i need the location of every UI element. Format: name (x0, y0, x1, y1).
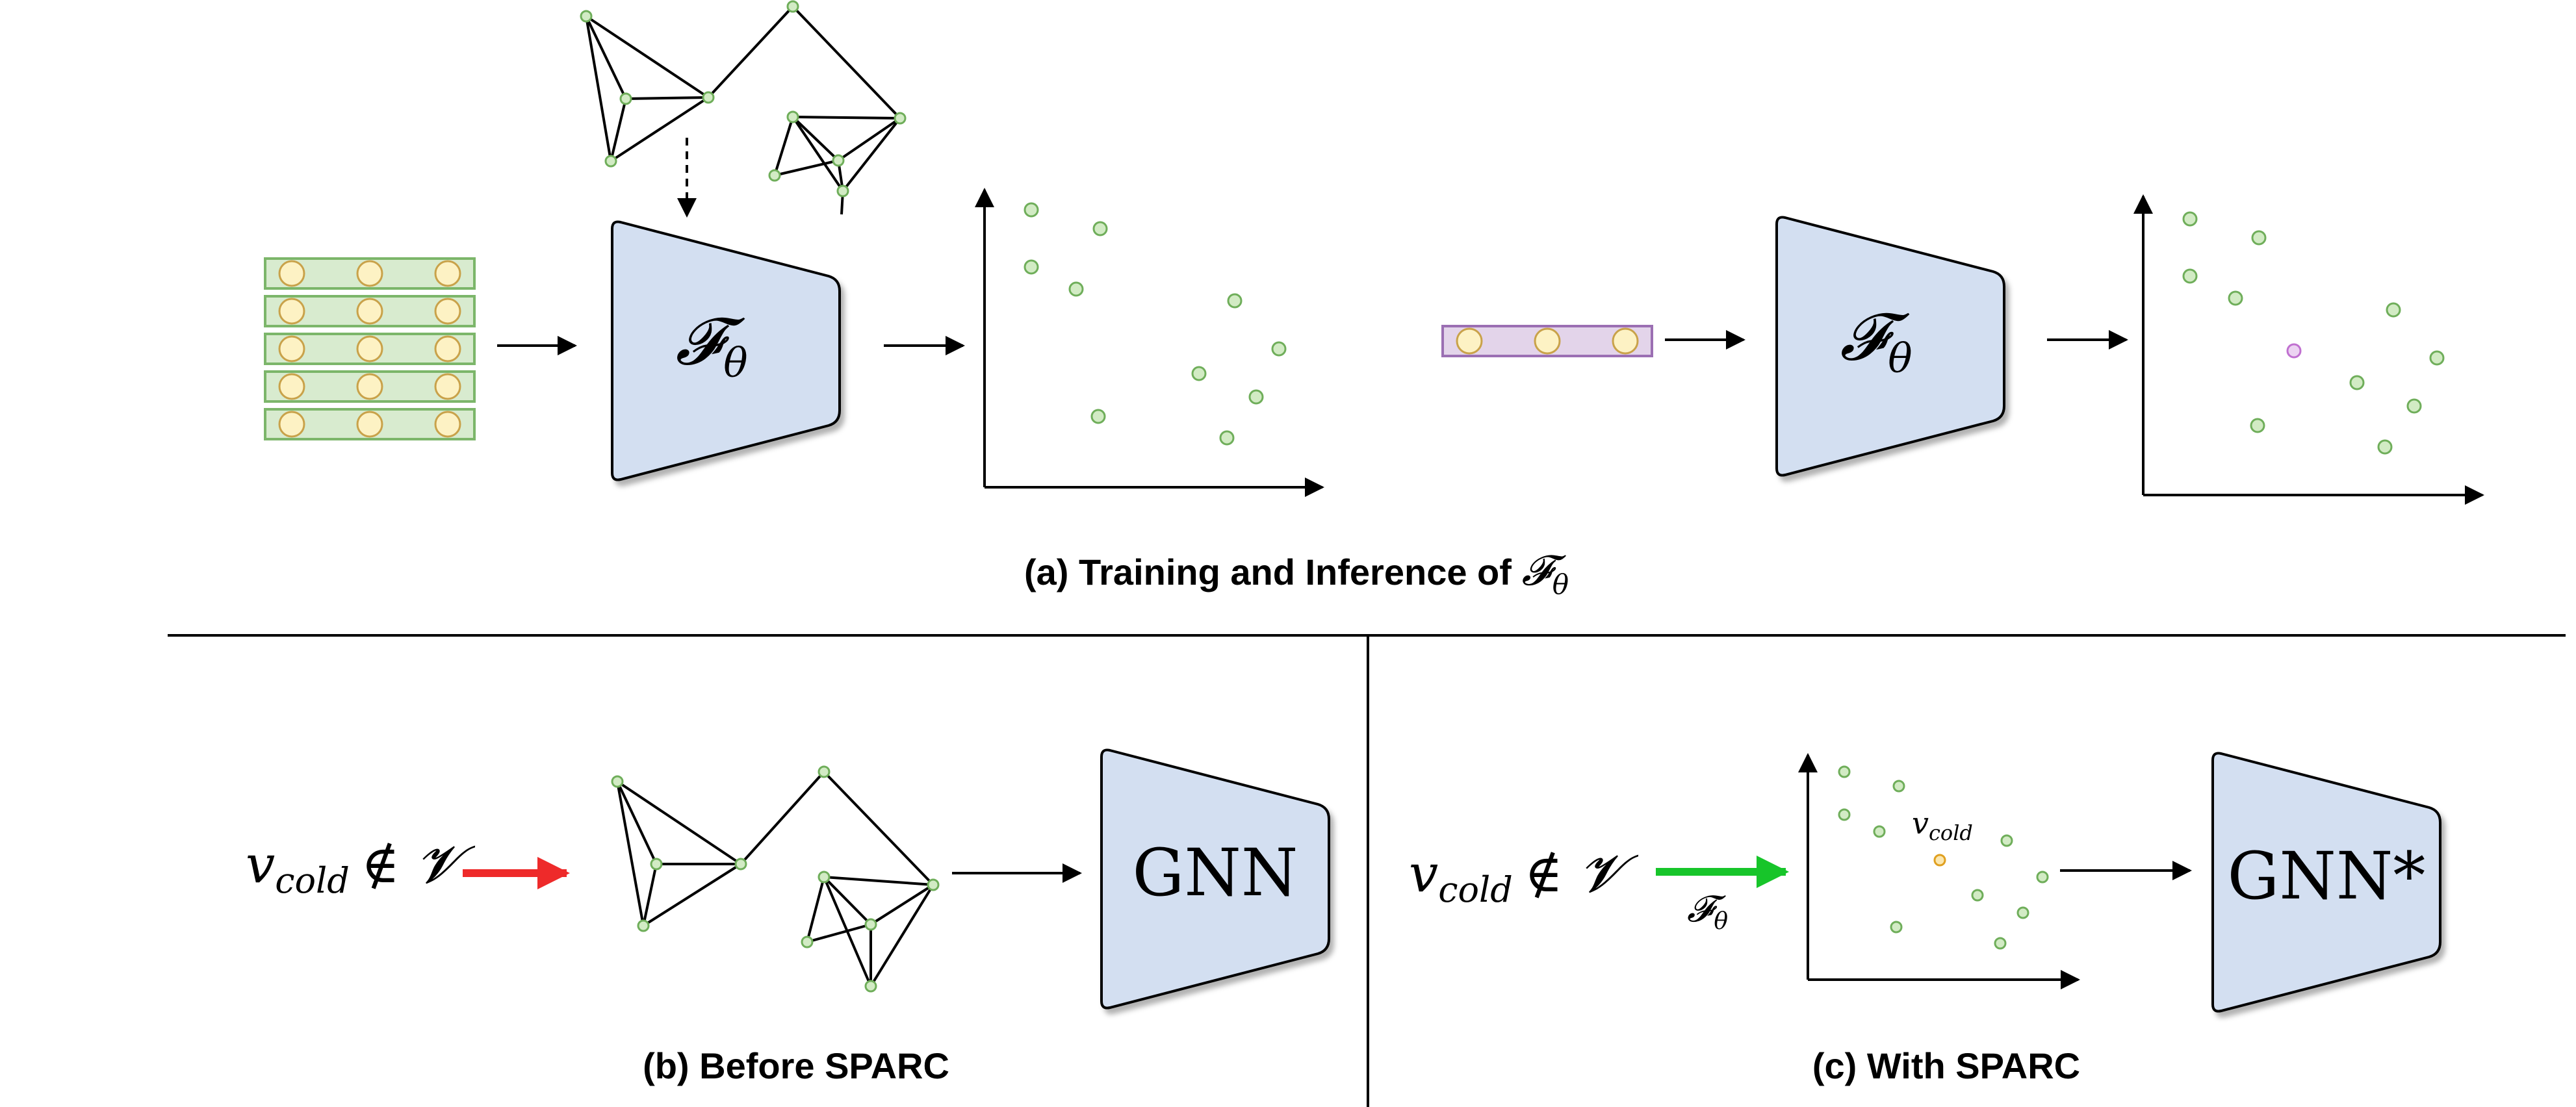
gnn-label: GNN (1133, 835, 1298, 911)
panel-b: vcold∉ 𝓥 (246, 748, 1330, 1086)
cold-node-point (1933, 854, 1946, 867)
gnn-star-label: GNN* (2228, 838, 2426, 914)
query-feature-row (1441, 325, 1653, 357)
gnn-model: GNN (1100, 748, 1330, 1010)
feature-row (264, 333, 476, 365)
caption-a: (a) Training and Inference of 𝓕θ (1024, 547, 1569, 600)
caption-c: (c) With SPARC (1812, 1045, 2080, 1086)
encoder-inference: 𝓕θ (1775, 216, 2005, 477)
feature-row (264, 370, 476, 403)
green-arrow-label: 𝓕θ (1687, 888, 1728, 935)
embedding-scatter-train (975, 188, 1324, 497)
graph-bottom (616, 770, 934, 987)
gnn-star-model: GNN* (2211, 752, 2441, 1013)
caption-b: (b) Before SPARC (643, 1045, 949, 1086)
encoder-train: 𝓕θ (611, 220, 841, 481)
embedding-scatter-cold: vcold (1798, 753, 2080, 989)
feature-row (264, 295, 476, 327)
panel-c: vcold∉ 𝓥 𝓕θ vcold GNN (1409, 752, 2441, 1086)
graph-top-nodes (580, 0, 907, 197)
query-embedding-point (2286, 343, 2302, 359)
graph-bottom-nodes (611, 765, 940, 993)
embedding-scatter-inference (2133, 194, 2484, 505)
graph-top (585, 5, 901, 215)
cold-node-input-b: vcold∉ 𝓥 (246, 834, 475, 901)
cold-node-point-label: vcold (1912, 806, 1973, 845)
feature-matrix (264, 257, 476, 440)
cold-node-input-c: vcold∉ 𝓥 (1409, 843, 1638, 910)
feature-row (264, 408, 476, 440)
panel-a: 𝓕θ (264, 0, 2484, 600)
feature-row (264, 257, 476, 290)
